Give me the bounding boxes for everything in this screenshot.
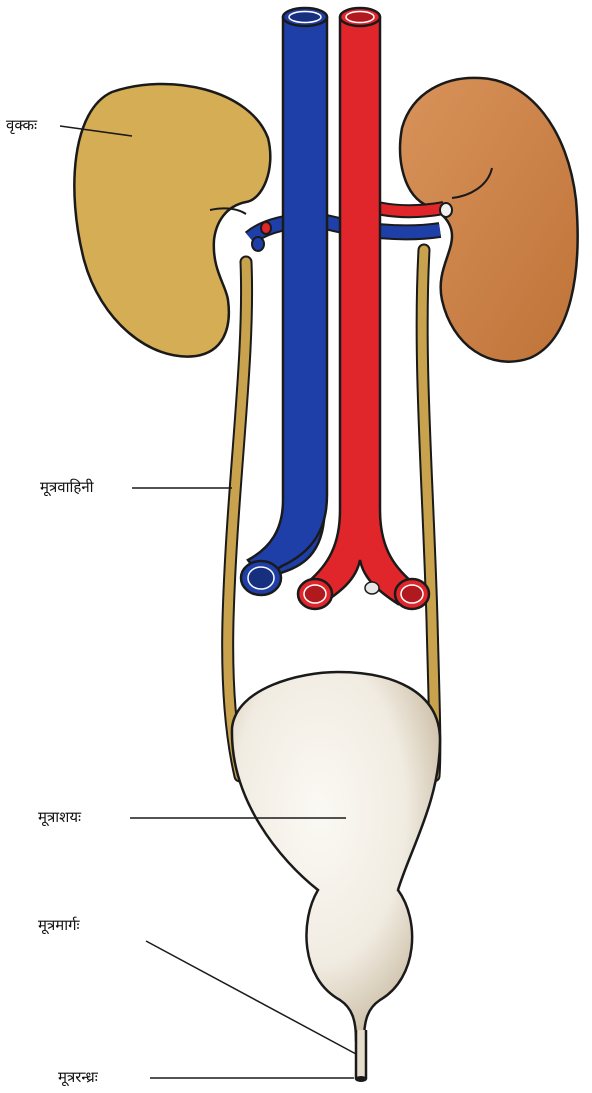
bladder-label: मूत्राशयः xyxy=(38,808,81,826)
ureter-label: मूत्रवाहिनी xyxy=(40,478,94,496)
left-renal-vessel-end xyxy=(252,237,264,251)
vena-cava-body xyxy=(248,18,327,578)
kidney-label: वृक्कः xyxy=(6,116,37,134)
urethra xyxy=(356,1030,366,1078)
urethral-opening xyxy=(355,1076,367,1082)
urethral-opening-label: मूत्ररन्ध्रः xyxy=(58,1068,98,1086)
left-ureter-fill xyxy=(228,262,247,776)
urinary-bladder xyxy=(232,672,440,1040)
urethra-label: मूत्रमार्गः xyxy=(38,916,80,934)
